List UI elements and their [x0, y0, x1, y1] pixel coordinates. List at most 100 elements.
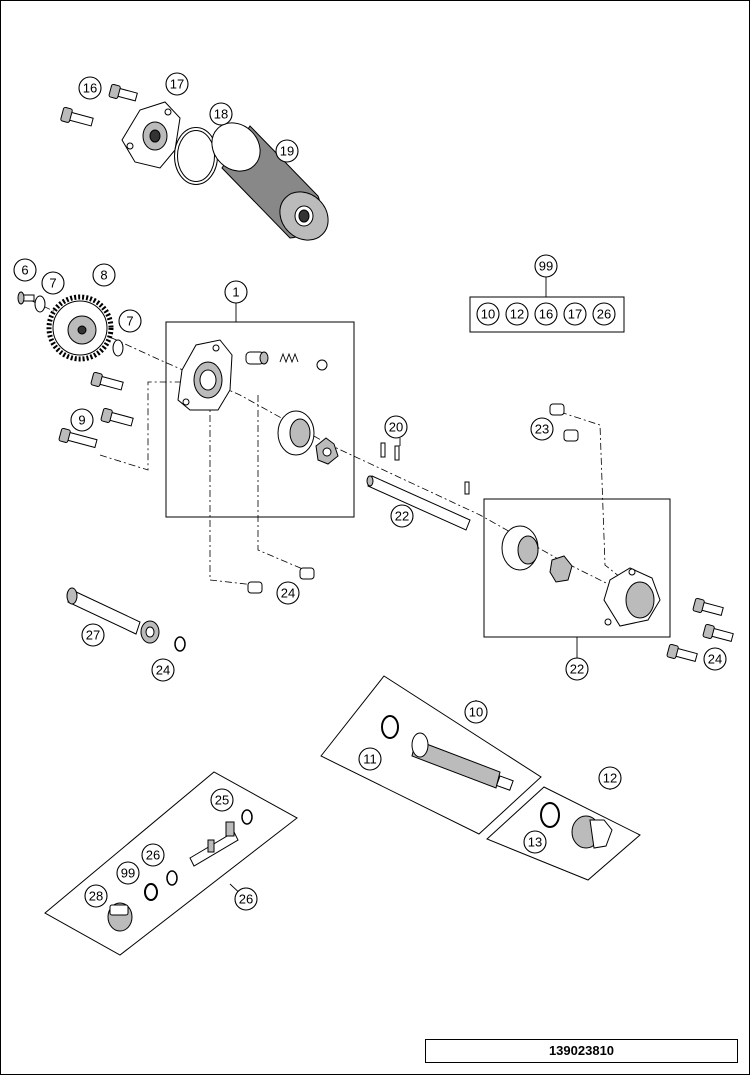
- svg-text:16: 16: [539, 307, 553, 322]
- kit-item-12: 12: [505, 302, 529, 326]
- callout-11: 11: [358, 747, 382, 771]
- callout-22a: 23: [530, 417, 554, 441]
- callout-7a: 7: [41, 271, 65, 295]
- callout-13: 13: [523, 830, 547, 854]
- pump-spring: [279, 352, 299, 364]
- svg-text:7: 7: [49, 276, 56, 291]
- callout-24c: 26: [141, 843, 165, 867]
- pump-rotor-inner: [315, 437, 339, 465]
- kit-item-26: 26: [592, 302, 616, 326]
- bolt-9a: [90, 371, 124, 391]
- svg-text:22: 22: [570, 662, 584, 677]
- callout-7b: 7: [118, 309, 142, 333]
- o-ring-11: [381, 715, 399, 739]
- pump-rotor-outer: [277, 410, 315, 456]
- bolt-14a: [60, 106, 94, 127]
- callout-6: 6: [13, 258, 37, 282]
- svg-text:26: 26: [146, 848, 160, 863]
- kit-item-17: 17: [563, 302, 587, 326]
- callout-10: 10: [464, 700, 488, 724]
- pin-18b: [394, 445, 400, 461]
- svg-text:7: 7: [126, 314, 133, 329]
- axis-bolt-9: [99, 381, 190, 471]
- callout-24b: 25: [210, 788, 234, 812]
- axis-dowel-right: [257, 395, 306, 571]
- kit-box-99: [469, 296, 625, 333]
- callout-16: 18: [209, 102, 233, 126]
- svg-text:27: 27: [86, 628, 100, 643]
- svg-text:24: 24: [156, 663, 170, 678]
- svg-text:10: 10: [469, 705, 483, 720]
- svg-text:18: 18: [214, 107, 228, 122]
- svg-text:17: 17: [568, 307, 582, 322]
- callout-8: 8: [92, 263, 116, 287]
- callout-18: 20: [384, 415, 408, 439]
- pump-housing-1: [177, 339, 233, 411]
- axis-dowel-left: [209, 400, 256, 586]
- callout-24a: 24: [151, 658, 175, 682]
- oil-filter-17: [211, 122, 329, 241]
- bolt-9b: [100, 407, 134, 427]
- bolt-14b: [108, 83, 138, 102]
- bolt-9c: [58, 427, 98, 449]
- dowel-22b: [563, 429, 579, 442]
- shaft-19: [366, 475, 471, 531]
- svg-text:6: 6: [21, 263, 28, 278]
- svg-text:26: 26: [597, 307, 611, 322]
- filter-cover-15: [121, 101, 181, 169]
- callout-17: 19: [275, 139, 299, 163]
- pump-cover-20: [603, 567, 661, 627]
- group-box-1: [165, 321, 355, 518]
- svg-text:13: 13: [528, 835, 542, 850]
- callout-20: 22: [565, 657, 589, 681]
- screw-6: [17, 291, 35, 305]
- o-ring-24a: [174, 636, 186, 652]
- kit-item-10: 10: [476, 302, 500, 326]
- svg-text:12: 12: [510, 307, 524, 322]
- svg-text:25: 25: [215, 793, 229, 808]
- svg-text:8: 8: [100, 268, 107, 283]
- callout-14: 16: [78, 76, 102, 100]
- svg-text:23: 23: [535, 422, 549, 437]
- svg-text:1: 1: [232, 285, 239, 300]
- svg-text:12: 12: [603, 771, 617, 786]
- callout-27: 28: [84, 884, 108, 908]
- group-box-12: [486, 786, 641, 881]
- svg-text:19: 19: [280, 144, 294, 159]
- svg-text:10: 10: [481, 307, 495, 322]
- bolt-23c: [666, 643, 698, 663]
- callout-15: 17: [165, 72, 189, 96]
- kit-item-16: 16: [534, 302, 558, 326]
- callout-9: 9: [70, 408, 94, 432]
- washer-7b: [112, 339, 124, 357]
- o-ring-24c: [166, 870, 178, 886]
- pin-18c: [464, 481, 470, 495]
- pump-plug: [316, 359, 328, 371]
- svg-text:17: 17: [170, 77, 184, 92]
- svg-text:99: 99: [121, 866, 135, 881]
- o-ring-24b: [241, 809, 253, 825]
- cartridge-10: [411, 732, 514, 791]
- callout-12: 12: [598, 766, 622, 790]
- callout-22b: 24: [276, 581, 300, 605]
- svg-text:22: 22: [395, 509, 409, 524]
- callout-26: 26: [234, 887, 258, 911]
- dowel-22c: [247, 581, 263, 594]
- svg-text:24: 24: [281, 586, 295, 601]
- group-box-10: [320, 675, 542, 835]
- bolt-23a: [692, 597, 724, 617]
- rotor-inner-20: [549, 555, 573, 583]
- bolt-23b: [702, 623, 734, 643]
- svg-text:24: 24: [708, 652, 722, 667]
- callout-19: 22: [390, 504, 414, 528]
- drawing-number: 139023810: [425, 1039, 738, 1063]
- callout-23: 24: [703, 647, 727, 671]
- valve-25: [66, 587, 160, 644]
- callout-99: 99: [534, 254, 558, 278]
- o-ring-13: [540, 802, 560, 828]
- svg-text:26: 26: [239, 892, 253, 907]
- washer-7a: [34, 295, 46, 313]
- svg-text:20: 20: [389, 420, 403, 435]
